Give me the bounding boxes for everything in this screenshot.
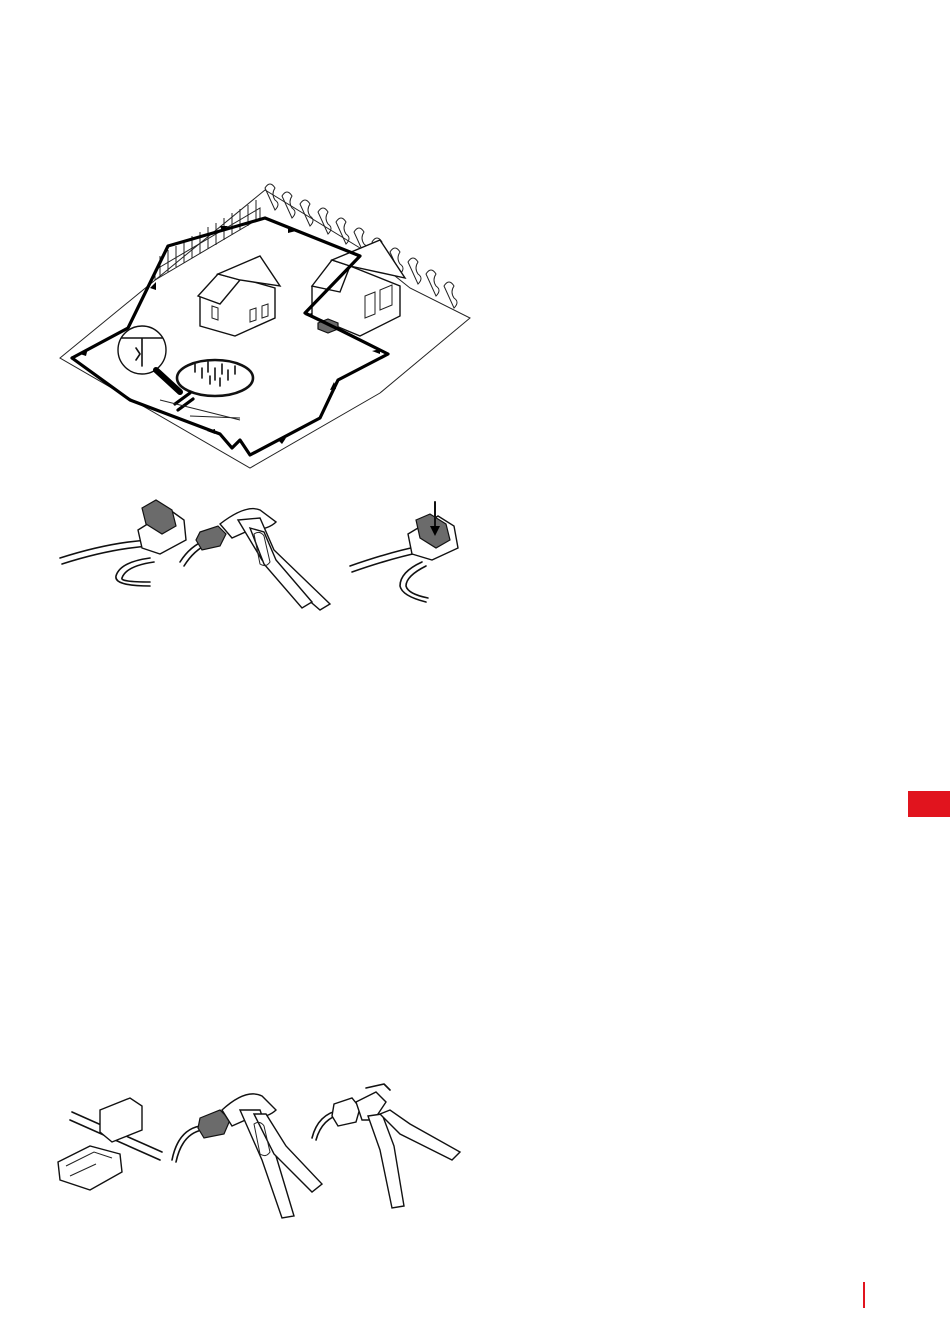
garden-boundary-wire-diagram (50, 178, 480, 478)
house-left (198, 256, 280, 336)
page-number-marker (863, 1282, 865, 1308)
coupler-step-illustrations (50, 1080, 480, 1220)
pliers-press-coupler-icon (172, 1094, 322, 1218)
section-tab-marker (908, 791, 950, 817)
cutting-pliers-icon (312, 1084, 460, 1208)
wire-detail-magnifier (118, 326, 180, 392)
connector-pressed-arrow-icon (350, 502, 458, 602)
boundary-wire (72, 218, 388, 455)
wire-connector-icon (60, 500, 186, 586)
flower-bed-island (177, 360, 253, 396)
pliers-press-connector-icon (180, 509, 330, 610)
connector-step-illustrations (50, 490, 480, 620)
coupler-open-icon (58, 1098, 162, 1190)
